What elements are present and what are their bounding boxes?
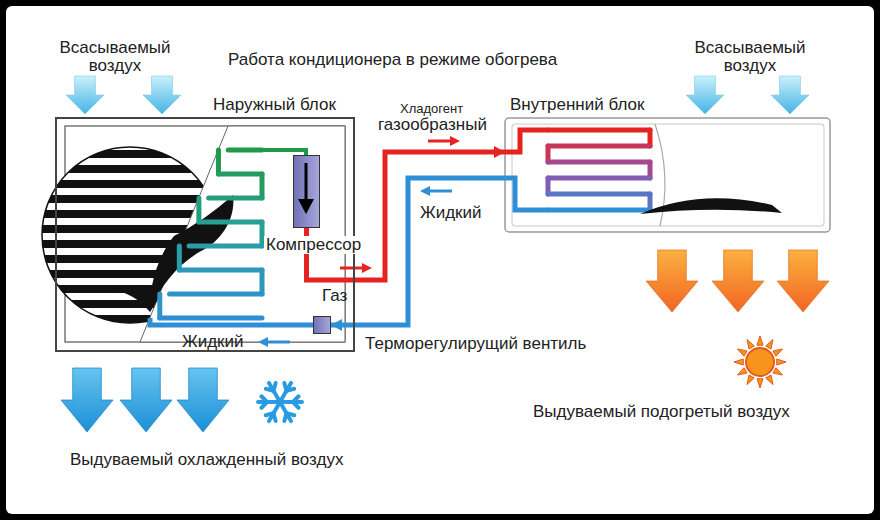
sun-ray: [757, 379, 763, 388]
refrigerant-label: газообразный: [378, 116, 487, 134]
state-label: Жидкий: [182, 333, 244, 351]
snow-arm: [280, 383, 291, 402]
sun-ray: [737, 368, 747, 375]
snow-branch: [274, 413, 276, 421]
snow-arm: [269, 402, 280, 421]
coil-tube: [228, 148, 262, 153]
unit-label: Компрессор: [264, 236, 363, 254]
coil-tube: [209, 196, 262, 201]
louver: [640, 198, 782, 214]
indoor-unit: Внутренний блок: [505, 118, 830, 232]
air-label: Выдуваемый охлажденный воздух: [70, 451, 343, 469]
snow-branch: [287, 413, 295, 415]
sun-ray: [757, 336, 763, 345]
sun-ray: [737, 349, 747, 356]
sun-ray: [773, 368, 783, 375]
coil-tube: [189, 244, 262, 249]
coil-bend: [177, 246, 182, 270]
indoor-coil: [548, 130, 650, 210]
coil-tube: [548, 208, 650, 213]
unit-label: Внутренний блок: [510, 96, 644, 114]
coil-tube: [199, 220, 262, 225]
snow-branch: [293, 396, 299, 402]
snow-branch: [266, 389, 274, 391]
liquid-pipe: [150, 318, 313, 325]
refrigerant-label: Хладогент: [400, 101, 463, 116]
coil-bend: [157, 294, 162, 318]
snow-branch: [261, 402, 267, 408]
sun-ray: [734, 359, 743, 365]
coil-bend: [260, 174, 265, 198]
compressor-body: [293, 155, 320, 228]
grille-bar: [40, 150, 230, 158]
coil-bend: [196, 198, 201, 222]
indoor-casing: [505, 118, 830, 232]
pipe-arrowhead: [331, 319, 342, 331]
valve-body: [313, 316, 331, 334]
coil-bend: [216, 150, 221, 174]
state-label: Жидкий: [420, 204, 482, 222]
indoor-panel: [512, 124, 824, 226]
coil-tube: [160, 316, 262, 321]
background: [6, 6, 874, 514]
coil-tube: [548, 160, 650, 165]
compressor-arrow: [305, 163, 308, 202]
snowflake-icon: [258, 383, 302, 421]
snow-branch: [284, 383, 286, 391]
compressor-arrowhead: [298, 199, 314, 214]
sun-ray: [777, 359, 786, 365]
outdoor-unit: Наружный блокКомпрессорТерморегулирущий …: [55, 117, 355, 352]
coil-tube: [548, 176, 650, 181]
sun-ray: [747, 339, 754, 349]
pipe-arrowhead: [494, 146, 505, 158]
cutaway-panel: [140, 126, 345, 342]
sun-ray: [773, 349, 783, 356]
coil-tube: [548, 128, 650, 133]
coil-tube: [548, 192, 650, 197]
cold-air-arrows: [61, 368, 229, 432]
state-label: Газ: [322, 287, 347, 305]
warm-air-arrows: [646, 250, 829, 312]
sun-ray: [747, 375, 754, 385]
expansion-valve: Терморегулирущий вентиль: [313, 316, 331, 334]
sun-ray: [766, 375, 773, 385]
air-label: Всасываемый воздух: [52, 39, 178, 75]
diagram-title: Работа кондиционера в режиме обогрева: [228, 51, 557, 69]
coil-tube: [179, 268, 262, 273]
coil-tube: [170, 292, 262, 297]
outdoor-coil: [160, 150, 262, 318]
sun-icon: [734, 336, 786, 388]
flow-arrows: [258, 136, 460, 347]
coil-bend: [260, 270, 265, 294]
sun-ray: [766, 339, 773, 349]
coil-tube: [218, 172, 262, 177]
indoor-gas-pipe: [505, 130, 548, 152]
coil-tube: [548, 144, 650, 149]
air-label: Всасываемый воздух: [687, 39, 813, 75]
indoor-liquid-pipe: [505, 178, 548, 210]
air-label: Выдуваемый подогретый воздух: [533, 403, 790, 421]
compressor: Компрессор: [293, 155, 320, 228]
unit-label: Наружный блок: [213, 96, 336, 114]
unit-label: Терморегулирущий вентиль: [363, 335, 588, 353]
